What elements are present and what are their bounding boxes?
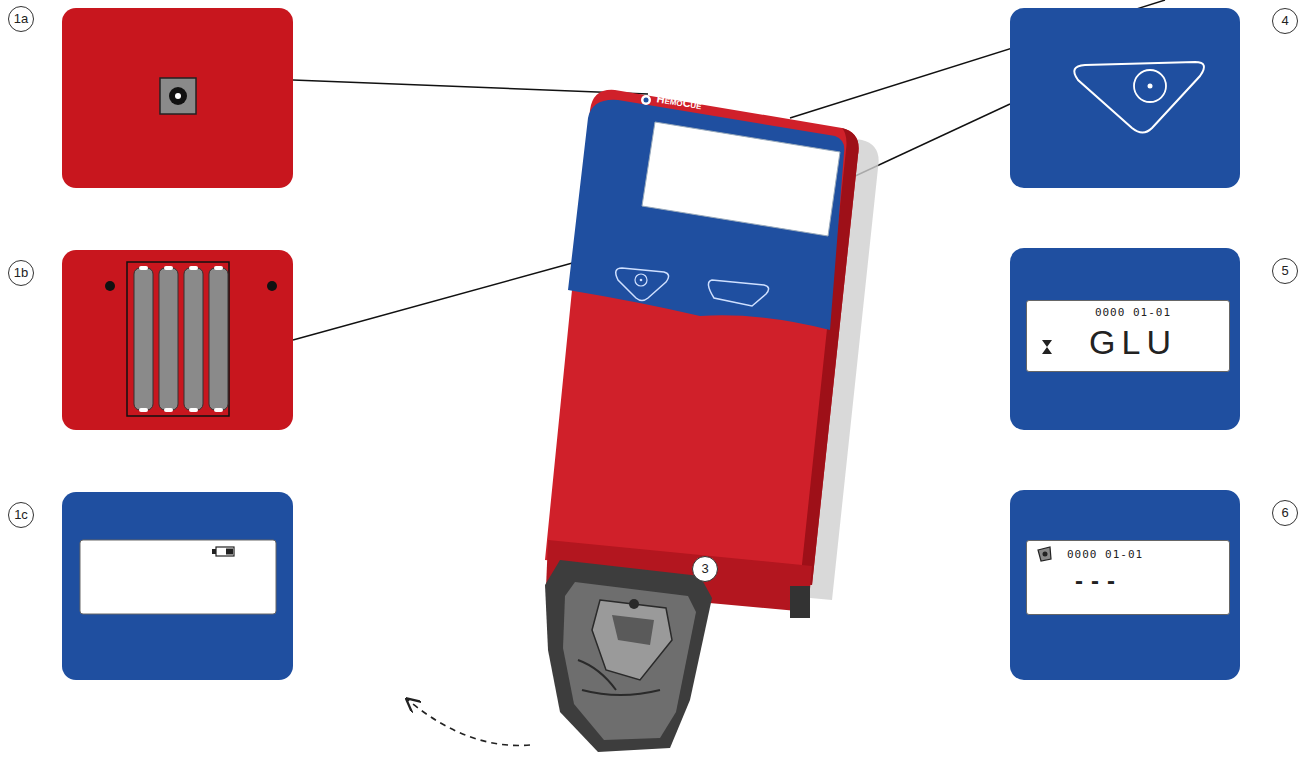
battery-panel-part-part: [164, 266, 173, 270]
display-reading: GLU: [1089, 325, 1177, 359]
battery-panel-part: [127, 262, 229, 416]
battery-panel-part-part: [164, 408, 173, 412]
counter-date: 0000 01-01: [1067, 549, 1143, 560]
rotation-arrow: [408, 700, 530, 745]
hemocue-device-part: [568, 100, 844, 330]
callout-number: 6: [1272, 500, 1298, 526]
battery-panel-part-part: [139, 408, 148, 412]
hemocue-device-part: [612, 615, 654, 645]
cuvette-icon: [1043, 552, 1048, 557]
counter-date: 0000 01-01: [1095, 307, 1171, 318]
callout-number: 5: [1272, 258, 1298, 284]
button-panel-part: [1134, 70, 1166, 102]
battery-display-panel-part: [226, 549, 233, 555]
hemocue-device-part: [582, 690, 660, 695]
battery-panel-part-part: [214, 408, 223, 412]
callout-number: 3: [692, 556, 718, 582]
battery-panel-part: [267, 281, 277, 291]
hemocue-device-part: [563, 582, 696, 740]
cuvette-icon: [1038, 547, 1051, 561]
battery-display-panel-part: [62, 492, 293, 680]
battery-display-panel-part: [80, 540, 276, 614]
battery-panel: [62, 250, 293, 430]
battery-panel-part: [105, 281, 115, 291]
battery-panel-part-part: [184, 268, 203, 410]
brand-logo: HemoCue: [654, 91, 705, 113]
power-socket-panel-part: [175, 93, 181, 99]
button-panel-part: [1074, 62, 1204, 133]
callout-number: 1c: [8, 502, 34, 528]
callout-number: 1b: [8, 260, 34, 286]
battery-panel-part: [62, 250, 293, 430]
leader-line-part: [293, 262, 576, 340]
hemocue-device-part: [592, 600, 672, 680]
callout-number: 4: [1272, 8, 1298, 34]
lcd-screen: 0000 01-01GLU: [1026, 300, 1230, 372]
display-reading: ---: [1075, 569, 1123, 593]
hemocue-device-part: [642, 122, 840, 236]
battery-panel-part-part: [159, 268, 178, 410]
battery-display-panel-part: [212, 549, 216, 554]
battery-panel-part-part: [209, 268, 228, 410]
battery-panel-part-part: [139, 266, 148, 270]
power-socket-panel-part: [169, 87, 187, 105]
device-logo: HemoCue: [654, 91, 705, 113]
hemocue-device-part: [545, 560, 712, 752]
hemocue-device-part: [641, 95, 651, 105]
hemocue-device-part: [635, 274, 647, 286]
button-panel: [1010, 8, 1240, 188]
hemocue-device-part: [790, 586, 810, 618]
battery-panel-part: [134, 268, 228, 410]
power-socket-panel-part: [62, 8, 293, 188]
hemocue-device-part: [545, 90, 859, 585]
hourglass-icon: [1042, 340, 1052, 354]
hemocue-device: [545, 90, 879, 752]
hemocue-device-part: [708, 280, 768, 306]
battery-display-panel: [62, 492, 293, 680]
battery-panel-part-part: [214, 266, 223, 270]
callout-number: 1a: [8, 6, 34, 32]
battery-panel-part-part: [134, 268, 153, 410]
hourglass-icon: [1037, 337, 1057, 357]
hemocue-device-part: [616, 268, 669, 301]
cuvette-icon: [1035, 544, 1055, 564]
battery-display-panel-part: [216, 547, 234, 556]
lcd-screen: 0000 01-01 ---: [1026, 540, 1230, 615]
display-panel: 0000 01-01 ---: [1010, 490, 1240, 680]
button-panel-part: [1148, 84, 1153, 89]
power-socket-panel-part: [160, 78, 196, 114]
hemocue-device-part: [644, 98, 649, 103]
power-socket-panel: [62, 8, 293, 188]
leader-line-part: [293, 80, 648, 94]
display-panel: 0000 01-01GLU: [1010, 248, 1240, 430]
hemocue-device-part: [629, 599, 639, 609]
battery-panel-part-part: [189, 266, 198, 270]
battery-panel-part-part: [189, 408, 198, 412]
hemocue-device-part: [640, 279, 643, 282]
battery-panel-part: [139, 266, 223, 412]
hemocue-device-part: [578, 660, 616, 690]
button-panel-part: [1010, 8, 1240, 188]
